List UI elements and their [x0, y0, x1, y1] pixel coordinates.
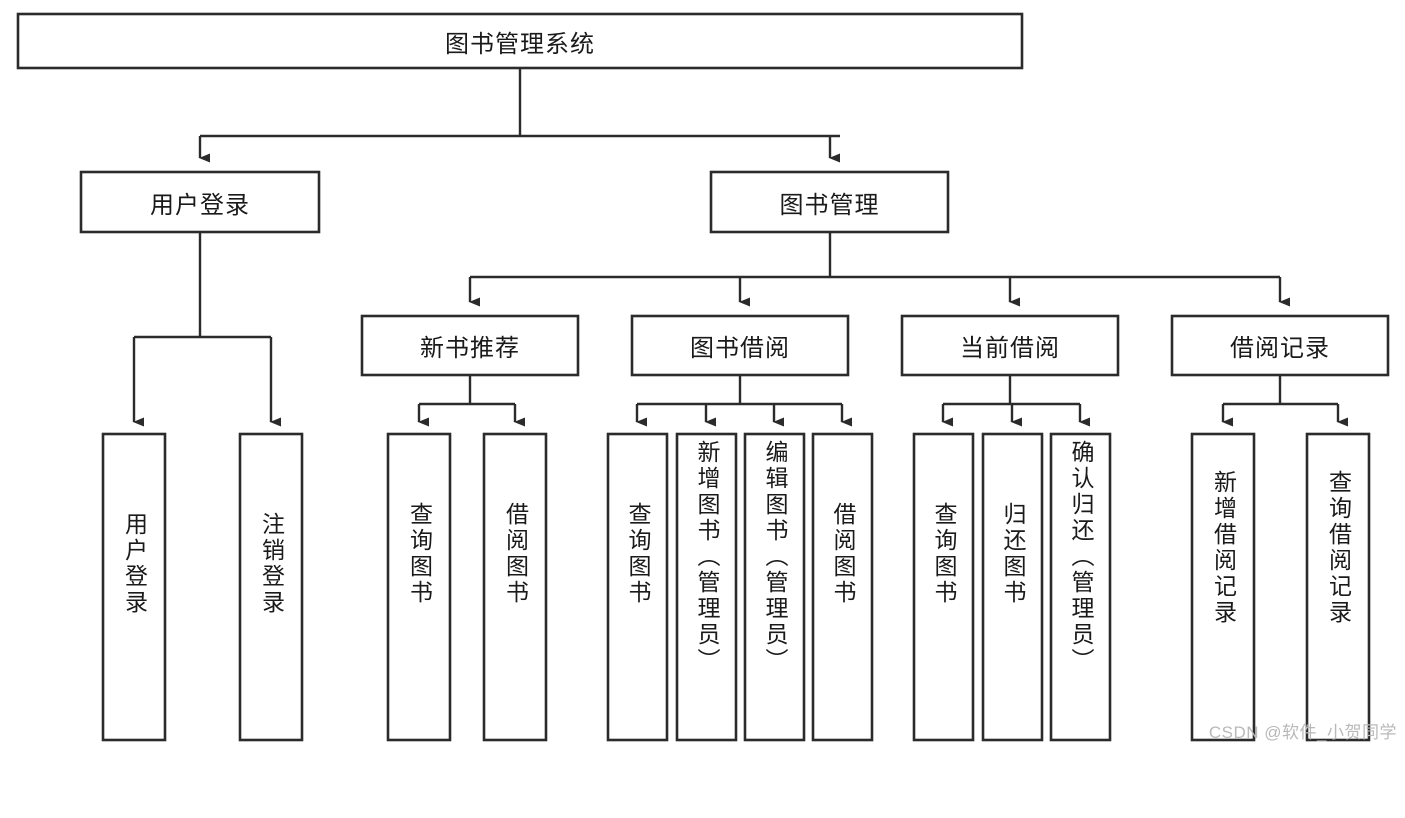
csdn-watermark: CSDN @软件_小贺同学: [1208, 723, 1397, 742]
node-book-management[interactable]: [709, 170, 950, 234]
node-leaf-query-borrow-record[interactable]: [1305, 432, 1371, 742]
node-leaf-query-book-recommend[interactable]: [386, 432, 452, 742]
diagram-svg: [16, 12, 1390, 742]
node-leaf-user-login[interactable]: [101, 432, 167, 742]
connector-current-borrow-to-leaves: [941, 375, 1090, 427]
connector-book-management-to-level3: [468, 232, 1290, 307]
node-leaf-borrow-book[interactable]: [811, 432, 874, 742]
connector-new-book-recommend-to-leaves: [417, 375, 525, 427]
connector-user-login-to-leaves: [132, 232, 281, 427]
node-leaf-edit-book-admin[interactable]: [743, 432, 806, 742]
node-root[interactable]: [16, 12, 1024, 70]
node-leaf-query-book-borrow[interactable]: [606, 432, 669, 742]
node-leaf-add-book-admin[interactable]: [675, 432, 738, 742]
node-book-borrow[interactable]: [630, 314, 850, 377]
diagram-canvas: 图书管理系统 用户登录 图书管理 新书推荐 图书借阅 当前借阅 借阅记录 用户登…: [16, 12, 1397, 742]
node-leaf-confirm-return-admin[interactable]: [1049, 432, 1112, 742]
node-leaf-logout-login[interactable]: [238, 432, 304, 742]
node-borrow-record[interactable]: [1170, 314, 1390, 377]
node-current-borrow[interactable]: [900, 314, 1120, 377]
connector-book-borrow-to-leaves: [635, 375, 852, 427]
node-user-login[interactable]: [79, 170, 321, 234]
node-leaf-add-borrow-record[interactable]: [1190, 432, 1256, 742]
connector-root-to-level2: [198, 68, 840, 163]
node-leaf-query-book-current[interactable]: [912, 432, 975, 742]
connector-borrow-record-to-leaves: [1221, 375, 1348, 427]
node-leaf-borrow-book-recommend[interactable]: [482, 432, 548, 742]
node-leaf-return-book[interactable]: [981, 432, 1044, 742]
node-new-book-recommend[interactable]: [360, 314, 580, 377]
